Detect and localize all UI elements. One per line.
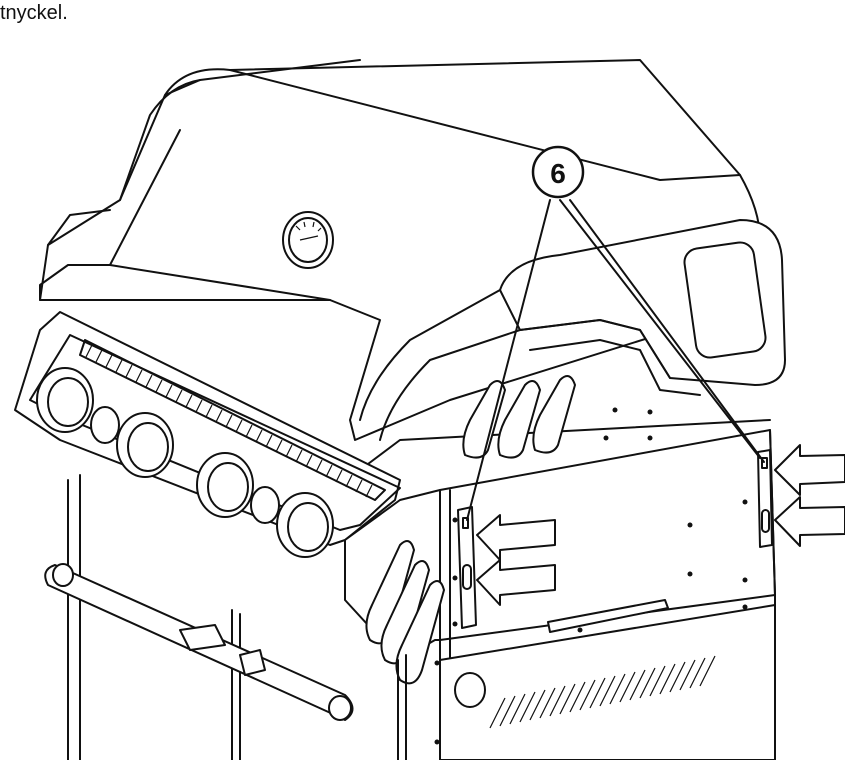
mounting-bracket-left [457, 506, 477, 629]
control-knob [36, 367, 94, 433]
grill-cart [44, 474, 776, 760]
grill-lid [39, 59, 786, 471]
grill-body [344, 407, 776, 685]
caption-text: tnyckel. [0, 2, 68, 24]
mounting-bracket-right [757, 449, 773, 548]
arrow-icon [774, 496, 845, 547]
ignition-button [250, 486, 280, 524]
grease-vent-hatching [85, 344, 373, 498]
arrow-icon [476, 559, 556, 606]
callout-number: 6 [550, 158, 566, 189]
control-knob [196, 452, 254, 518]
control-knob [116, 412, 174, 478]
thermometer-gauge [282, 211, 334, 269]
arrow-icon [476, 514, 556, 561]
side-vent-slots [365, 540, 445, 685]
lid-vent-slots [462, 375, 576, 459]
arrow-icon [774, 444, 845, 496]
lower-vent-hatching [489, 655, 716, 729]
ignition-button [90, 406, 120, 444]
control-knob [276, 492, 334, 558]
callout-leaders [466, 199, 765, 521]
control-panel [14, 311, 401, 558]
callout-marker: 6 [531, 145, 585, 199]
